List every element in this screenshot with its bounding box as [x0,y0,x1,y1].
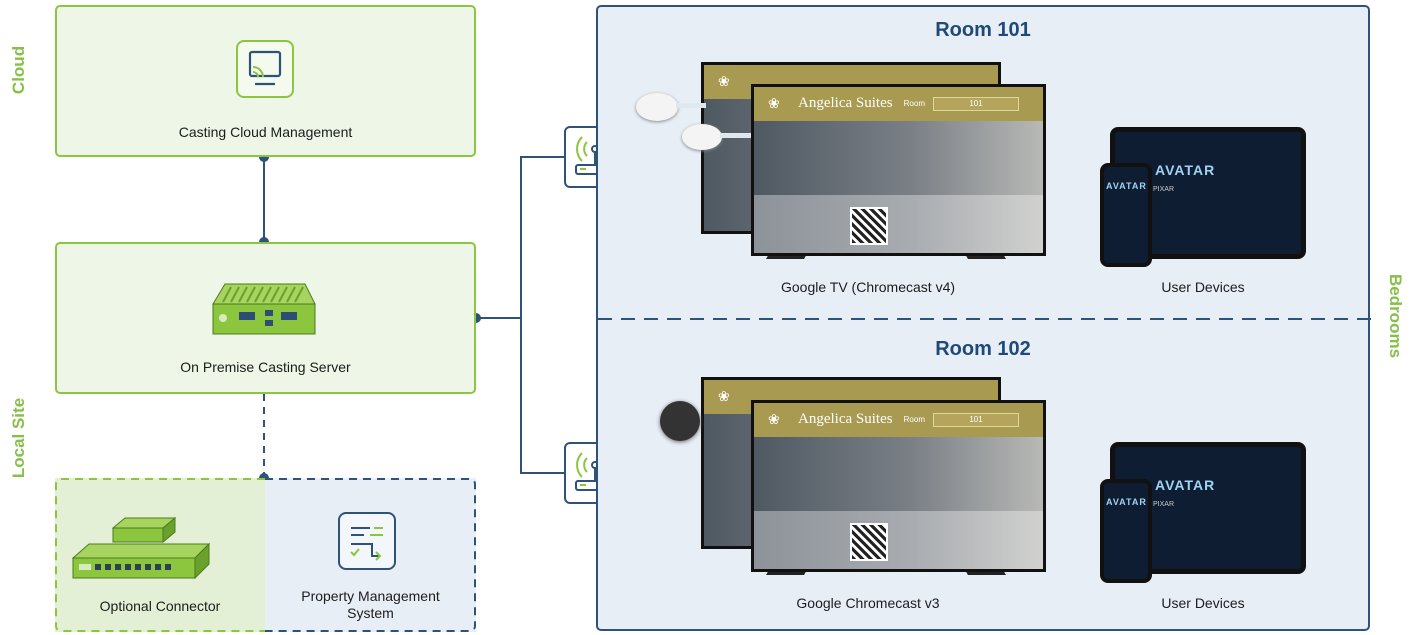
chromecast-v3-dongle-icon [660,401,700,441]
casting-cloud-management-box: Casting Cloud Management [55,5,476,157]
pms-label: Property Management System [265,588,476,622]
tv-hotel-name: Angelica Suites [798,411,893,427]
tv-front: ❀ Angelica Suites Room 101 [751,400,1046,572]
tv-stand [966,256,1012,269]
tv-room-pill: 101 [933,97,1019,111]
tablet-movie-title: AVATAR [1155,162,1216,178]
tv-room-value: 101 [969,415,983,424]
room-101-devices-caption: User Devices [1161,279,1245,295]
on-premise-casting-server-label: On Premise Casting Server [180,359,351,375]
chromecast-cable [676,103,706,108]
tablet-brand-pixar: PIXAR [1153,501,1175,508]
room-divider [598,318,1372,320]
tv-front: ❀ Angelica Suites Room 101 [751,84,1046,256]
bedrooms-panel: Room 101 ❀ ❀ Angelica Suites Room 101 Go… [596,5,1372,631]
tv-stand [760,572,806,585]
qr-code-icon [850,207,888,245]
room-101-tv-caption: Google TV (Chromecast v4) [780,279,956,295]
tv-room-pill: 101 [933,413,1019,427]
chromecast-dongle-icon [636,93,678,121]
lotus-logo-icon: ❀ [718,388,730,404]
phone-movie-title: AVATAR [1106,497,1147,507]
tv-stand [760,256,806,269]
room-102-devices-caption: User Devices [1161,595,1245,611]
local-integrations-box: Optional Connector Property Management S… [55,478,476,632]
tv-room-value: 101 [969,99,983,108]
lotus-logo-icon: ❀ [768,95,780,111]
tv-hotel-name: Angelica Suites [798,95,893,111]
chromecast-dongle-icon [682,124,722,150]
phone-movie-title: AVATAR [1106,181,1147,191]
room-102-title: Room 102 [935,338,1031,360]
tv-stand [966,572,1012,585]
cast-screen-icon [236,40,294,98]
tablet-movie-title: AVATAR [1155,477,1216,493]
pms-document-icon [338,512,396,570]
room-102-tv-caption: Google Chromecast v3 [796,595,940,611]
lotus-logo-icon: ❀ [768,411,780,427]
connector-hardware-icon [71,516,211,580]
lotus-logo-icon: ❀ [718,73,730,89]
tablet-brand-pixar: PIXAR [1153,186,1175,193]
qr-code-icon [850,523,888,561]
casting-cloud-management-label: Casting Cloud Management [178,124,353,140]
phone-device-icon: AVATAR [1100,479,1152,583]
optional-connector-label: Optional Connector [99,598,221,614]
server-ap-link [476,156,566,474]
tv-room-field: Room [903,415,925,424]
phone-device-icon: AVATAR [1100,163,1152,267]
on-premise-casting-server-box: On Premise Casting Server [55,242,476,394]
room-101-title: Room 101 [935,19,1031,41]
server-box-icon [212,283,316,335]
dashed-border [55,478,476,632]
tv-room-field: Room [903,99,925,108]
pms-label-line2: System [347,605,394,621]
pms-label-line1: Property Management [301,588,440,604]
chromecast-cable [720,133,752,138]
